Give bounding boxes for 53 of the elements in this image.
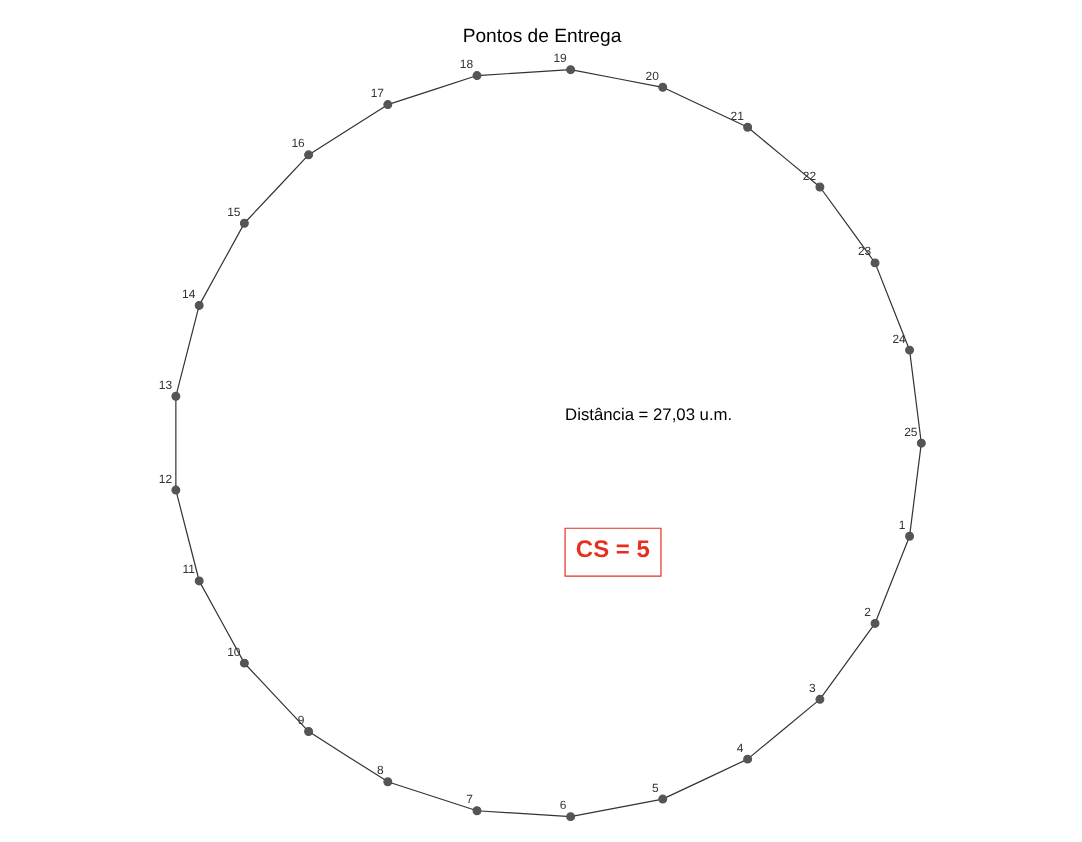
connector [479, 69, 567, 76]
connector [199, 226, 243, 303]
connector [175, 493, 198, 578]
node-circle [193, 300, 203, 310]
node-circle [565, 65, 575, 75]
node-circle [814, 694, 824, 704]
node-circle [565, 812, 575, 822]
node-circle [471, 806, 481, 816]
label: CS = 5 [574, 535, 649, 564]
connector [175, 308, 198, 393]
node-circle [814, 182, 824, 192]
connector [908, 446, 921, 533]
label: Distância = 27,03 u.m. [564, 404, 732, 425]
connector [749, 129, 817, 186]
connector [310, 733, 384, 781]
connector [908, 353, 921, 440]
connector [820, 626, 873, 697]
connector [310, 106, 385, 154]
connector [389, 782, 473, 811]
connector [174, 399, 176, 487]
node-circle [904, 531, 914, 541]
connector [245, 157, 306, 221]
connector [199, 583, 243, 661]
connector [874, 266, 908, 348]
connector [664, 760, 744, 798]
connector [390, 76, 473, 104]
connector [820, 189, 873, 261]
node-circle [904, 345, 914, 355]
connector [245, 665, 306, 730]
node-circle [869, 258, 879, 268]
node-circle [238, 218, 248, 228]
connector [479, 810, 567, 817]
node-circle [303, 727, 313, 736]
node-circle [170, 391, 180, 401]
node-circle [303, 150, 313, 160]
node-circle [238, 658, 248, 668]
diagram-title: Pontos de Entrega [461, 25, 621, 48]
connector [874, 539, 908, 621]
connector [664, 88, 744, 127]
node-circle [657, 82, 667, 92]
connector [749, 701, 817, 758]
node-circle [170, 485, 180, 495]
connector [572, 799, 659, 817]
connector [572, 69, 659, 88]
node-circle [471, 71, 481, 81]
node-circle [382, 100, 392, 110]
node-circle [382, 777, 392, 787]
node-circle [657, 794, 667, 804]
node-circle [915, 438, 925, 448]
node-circle [193, 576, 203, 586]
node-circle [869, 618, 879, 628]
node-circle [742, 754, 752, 764]
node-circle [742, 122, 752, 132]
